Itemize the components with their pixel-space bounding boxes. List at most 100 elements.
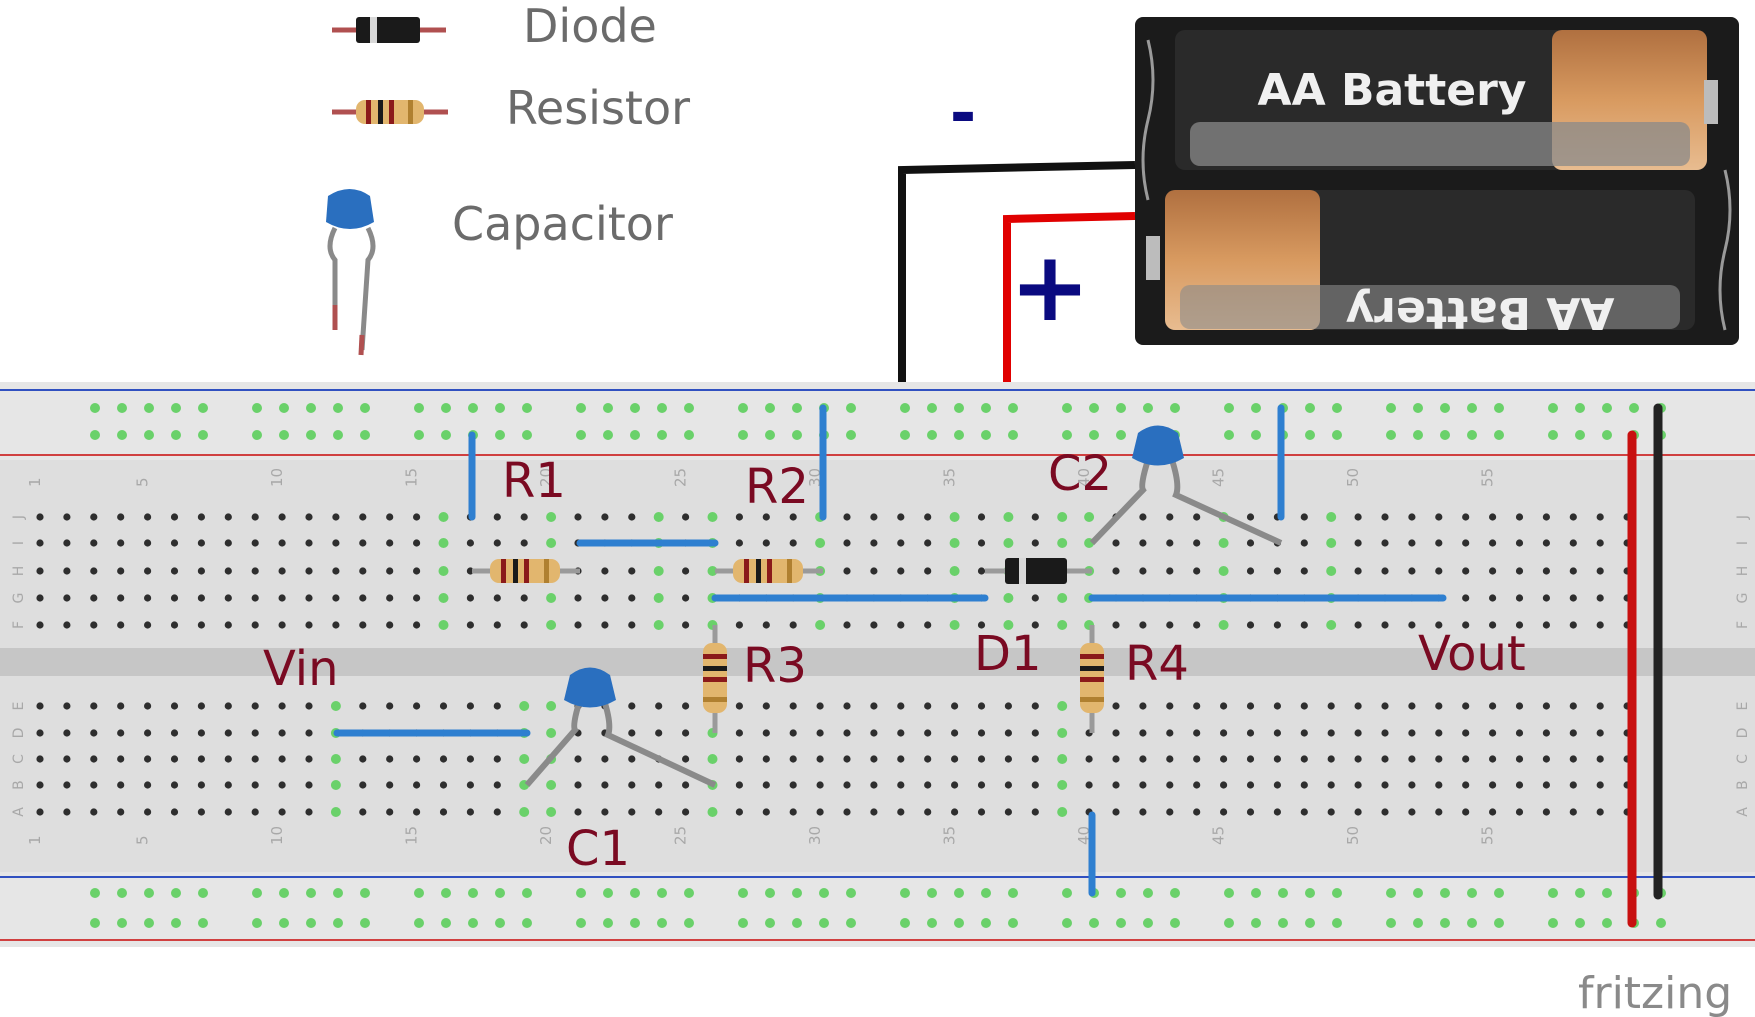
breadboard-hole — [413, 808, 421, 816]
breadboard-hole — [1166, 808, 1174, 816]
breadboard-hole — [1003, 512, 1014, 522]
breadboard-hole — [924, 513, 932, 521]
breadboard-hole — [522, 918, 532, 928]
breadboard-hole — [36, 621, 44, 629]
breadboard-hole — [924, 621, 932, 629]
breadboard-hole — [762, 755, 770, 763]
breadboard-hole — [359, 621, 367, 629]
breadboard-hole — [466, 781, 474, 789]
breadboard-hole — [438, 593, 449, 603]
breadboard-hole — [816, 781, 824, 789]
breadboard-hole — [386, 513, 394, 521]
breadboard-hole — [1166, 567, 1174, 575]
breadboard-hole — [1413, 430, 1423, 440]
breadboard-hole — [792, 403, 802, 413]
breadboard-hole — [117, 621, 125, 629]
breadboard-hole — [438, 538, 449, 548]
diode-d1 — [985, 558, 1092, 584]
resistor-r2 — [715, 559, 823, 583]
breadboard-hole — [413, 594, 421, 602]
breadboard-hole — [1435, 808, 1443, 816]
breadboard-hole — [198, 430, 208, 440]
breadboard-hole — [1112, 621, 1120, 629]
breadboard-hole — [1515, 702, 1524, 710]
breadboard-hole — [493, 539, 501, 547]
breadboard-hole — [386, 594, 394, 602]
breadboard-hole — [762, 702, 770, 710]
row-letter: E — [1735, 702, 1751, 711]
breadboard-hole — [1112, 567, 1120, 575]
breadboard-hole — [924, 539, 932, 547]
breadboard-hole — [90, 781, 98, 789]
breadboard-hole — [682, 513, 690, 521]
breadboard-hole — [1139, 808, 1147, 816]
breadboard-hole — [1381, 621, 1389, 629]
breadboard-hole — [1246, 755, 1255, 763]
breadboard-hole — [897, 755, 905, 763]
breadboard-hole — [333, 430, 343, 440]
breadboard-hole — [1602, 918, 1612, 928]
breadboard-hole — [441, 888, 451, 898]
breadboard-hole — [1569, 594, 1577, 602]
breadboard-hole — [279, 918, 289, 928]
breadboard-hole — [630, 888, 640, 898]
breadboard-hole — [949, 538, 960, 548]
breadboard-hole — [897, 808, 905, 816]
breadboard-hole — [655, 781, 663, 789]
row-letter: B — [1735, 780, 1751, 790]
breadboard-hole — [1354, 539, 1362, 547]
breadboard-hole — [90, 621, 98, 629]
breadboard-hole — [144, 621, 152, 629]
breadboard-hole — [90, 594, 98, 602]
breadboard-hole — [684, 430, 694, 440]
breadboard-hole — [655, 702, 663, 710]
breadboard-hole — [170, 513, 179, 521]
breadboard-hole — [1116, 430, 1126, 440]
row-letter: A — [1735, 807, 1751, 817]
breadboard-hole — [924, 808, 932, 816]
breadboard-hole — [63, 594, 71, 602]
breadboard-hole — [789, 781, 797, 789]
breadboard-hole — [522, 888, 532, 898]
breadboard-hole — [1300, 621, 1308, 629]
breadboard-hole — [1057, 754, 1068, 764]
breadboard-hole — [278, 808, 286, 816]
battery-positive-wire — [1003, 212, 1136, 428]
breadboard-hole — [359, 539, 367, 547]
breadboard-hole — [1031, 513, 1039, 521]
breadboard-hole — [306, 888, 316, 898]
breadboard-hole — [1143, 888, 1153, 898]
breadboard-hole — [762, 513, 770, 521]
breadboard-hole — [1300, 808, 1308, 816]
breadboard-hole — [546, 807, 557, 817]
breadboard-hole — [333, 888, 343, 898]
breadboard-hole — [765, 403, 775, 413]
breadboard-hole — [1596, 755, 1604, 763]
breadboard-hole — [252, 430, 262, 440]
breadboard-hole — [682, 781, 690, 789]
breadboard-hole — [1548, 918, 1558, 928]
breadboard-hole — [1305, 403, 1315, 413]
breadboard-hole — [1327, 755, 1335, 763]
resistor-r1 — [472, 559, 580, 583]
breadboard-hole — [897, 539, 905, 547]
breadboard-hole — [951, 702, 959, 710]
breadboard-hole — [63, 513, 71, 521]
breadboard-hole — [707, 754, 718, 764]
breadboard-hole — [735, 729, 744, 737]
breadboard-hole — [117, 403, 127, 413]
row-letter: F — [11, 621, 27, 629]
breadboard-hole — [36, 781, 44, 789]
breadboard-hole — [1596, 513, 1604, 521]
breadboard-hole — [843, 567, 851, 575]
breadboard-hole — [977, 702, 986, 710]
breadboard-hole — [170, 567, 179, 575]
breadboard-hole — [144, 567, 152, 575]
breadboard-hole — [251, 702, 259, 710]
breadboard-hole — [1220, 702, 1228, 710]
breadboard-hole — [628, 513, 636, 521]
breadboard-hole — [1166, 702, 1174, 710]
breadboard-hole — [603, 888, 613, 898]
breadboard-hole — [682, 621, 690, 629]
breadboard-hole — [897, 513, 905, 521]
